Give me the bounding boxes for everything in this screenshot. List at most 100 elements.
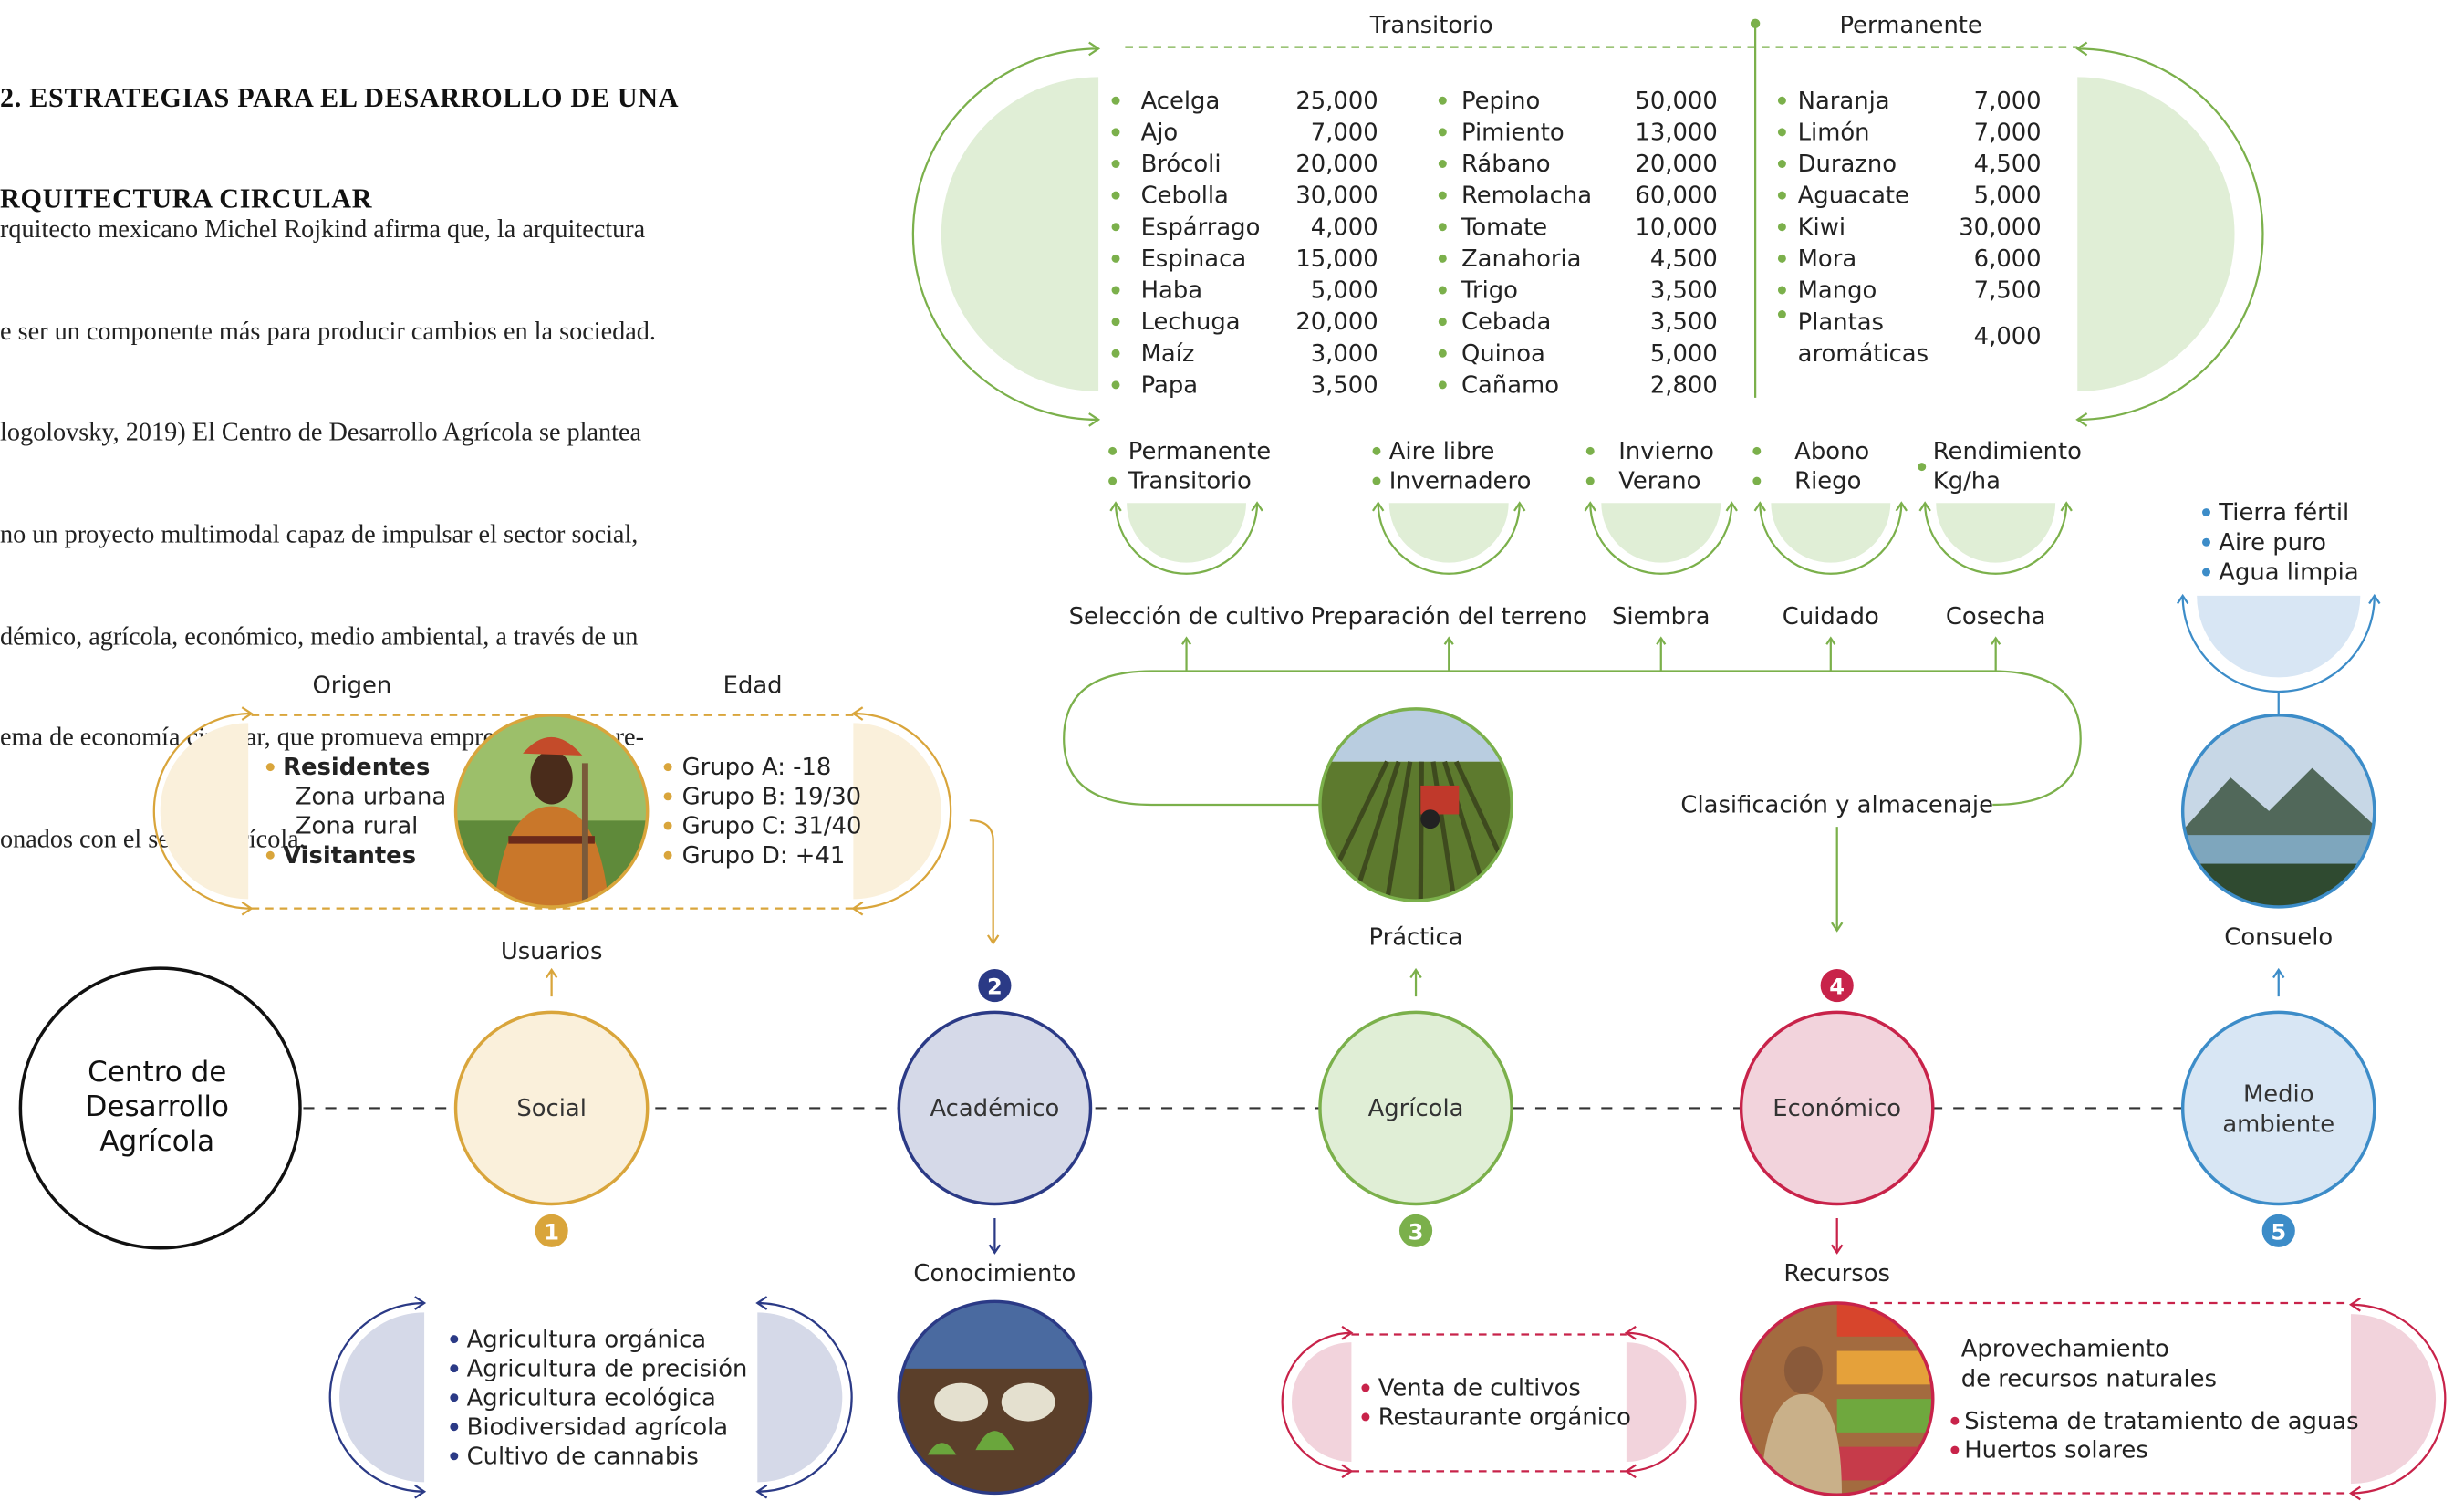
crop-yield: 4,500 xyxy=(1650,245,1718,273)
tractor-field-photo xyxy=(1318,707,1513,902)
cycle-arc xyxy=(1759,503,1903,575)
crop-yield: 7,000 xyxy=(1974,119,2042,146)
node-label-economico: Económico xyxy=(1773,1095,1901,1122)
arrow-head xyxy=(1513,501,1526,512)
crop-yield: 3,500 xyxy=(1650,277,1718,305)
step-label: Cosecha xyxy=(1946,603,2046,631)
bullet-dot xyxy=(1777,223,1786,232)
panel-half-disc xyxy=(757,1312,843,1483)
crop-yield: 7,500 xyxy=(1974,277,2042,305)
bullet-dot xyxy=(1108,476,1118,485)
bullet-dot xyxy=(1777,286,1786,295)
arrow-head xyxy=(1624,1325,1637,1340)
crop-name: Papa xyxy=(1141,371,1198,399)
arrow-head xyxy=(1895,501,1908,512)
photo-content xyxy=(899,1301,1091,1494)
cycle-arc xyxy=(1114,503,1259,575)
crop-name: Pimiento xyxy=(1461,119,1565,146)
arrow-head xyxy=(1372,501,1385,512)
step-bowl xyxy=(1771,503,1891,563)
bullet-dot xyxy=(2202,537,2210,547)
bullet-dot xyxy=(1777,191,1786,200)
origen-item: Zona urbana xyxy=(296,783,446,810)
environment-item: Agua limpia xyxy=(2219,559,2358,587)
bullet-dot xyxy=(450,1452,459,1461)
arrow-head xyxy=(1725,501,1738,512)
node-academico xyxy=(897,1010,1093,1206)
economic-item: Sistema de tratamiento de aguas xyxy=(1964,1408,2358,1435)
node-label-social: Social xyxy=(516,1095,587,1122)
process-loop xyxy=(1063,670,2082,807)
arrow-head xyxy=(2272,967,2285,979)
node-social xyxy=(453,1010,650,1206)
photo-content xyxy=(455,714,648,907)
bullet-dot xyxy=(663,763,672,772)
cycle-arc xyxy=(853,712,952,910)
crop-yield: 20,000 xyxy=(1295,308,1378,336)
bullet-dot xyxy=(1108,446,1118,455)
arrow-head xyxy=(2348,1485,2361,1501)
photo-wheel xyxy=(1420,809,1440,829)
bullet-dot xyxy=(663,792,672,801)
cycle-arc xyxy=(757,1301,853,1493)
photo-border xyxy=(2180,714,2376,909)
number-label: 3 xyxy=(1409,1219,1424,1245)
market-shopper-photo xyxy=(1739,1301,1935,1496)
photo-headwrap xyxy=(523,736,583,756)
origen-item: Zona rural xyxy=(296,813,419,840)
bullet-dot xyxy=(1111,223,1120,232)
crop-name: aromáticas xyxy=(1798,340,1929,368)
economic-heading: Aprovechamiento xyxy=(1961,1336,2169,1363)
step-item: Abono xyxy=(1794,438,1869,465)
photo-furrow xyxy=(1351,760,1401,902)
arrow-head xyxy=(1584,501,1596,512)
arrow-head xyxy=(851,901,864,916)
bullet-dot xyxy=(1950,1416,1960,1425)
bullet-dot xyxy=(1438,286,1447,295)
bullet-dot xyxy=(1918,463,1927,472)
step-item: Verano xyxy=(1618,468,1700,495)
bullet-dot xyxy=(1372,476,1381,485)
crop-yield: 3,500 xyxy=(1650,308,1718,336)
bullet-dot xyxy=(1752,476,1762,485)
woman-farmer-photo xyxy=(453,714,650,909)
permanente-title: Permanente xyxy=(1839,12,1981,39)
academic-item: Agricultura de precisión xyxy=(467,1355,748,1382)
photo-border xyxy=(1318,707,1513,902)
origen-title: Origen xyxy=(312,672,391,700)
photo-glove xyxy=(1001,1382,1055,1422)
number-badge xyxy=(2261,1214,2295,1247)
economic-item: Huertos solares xyxy=(1964,1437,2148,1465)
cycle-arc xyxy=(1626,1331,1697,1473)
photo-field xyxy=(1319,761,1513,902)
crop-name: Cebada xyxy=(1461,308,1551,336)
bullet-dot xyxy=(1777,128,1786,137)
bullet-dot xyxy=(1111,318,1120,327)
bullet-dot xyxy=(1438,380,1447,390)
bullet-dot xyxy=(1361,1383,1370,1392)
arrow-head xyxy=(1341,1464,1354,1479)
photo-backpack xyxy=(1760,1393,1842,1496)
cycle-arc xyxy=(911,47,1099,422)
economic-heading: de recursos naturales xyxy=(1961,1365,2217,1392)
arrow-head xyxy=(1088,412,1101,427)
crop-name: Maíz xyxy=(1141,340,1195,368)
cycle-arc xyxy=(328,1301,425,1493)
step-label: Siembra xyxy=(1612,603,1710,631)
body-line: logolovsky, 2019) El Centro de Desarroll… xyxy=(0,417,642,448)
caption-conocimiento: Conocimiento xyxy=(913,1260,1076,1287)
bullet-dot xyxy=(1752,446,1762,455)
panel-half-disc xyxy=(2077,77,2235,391)
bullet-dot xyxy=(1438,128,1447,137)
crop-yield: 5,000 xyxy=(1974,182,2042,210)
bullet-dot xyxy=(1111,96,1120,105)
step-item: Invernadero xyxy=(1389,468,1532,495)
bullet-dot xyxy=(1111,349,1120,358)
crop-name: Rábano xyxy=(1461,151,1551,178)
node-medio xyxy=(2180,1010,2376,1206)
body-line: no un proyecto multimodal capaz de impul… xyxy=(0,518,639,549)
step-item: Aire libre xyxy=(1389,438,1495,465)
arrow-head xyxy=(414,1296,427,1310)
photo-content xyxy=(1741,1303,1933,1496)
bullet-dot xyxy=(1111,160,1120,168)
